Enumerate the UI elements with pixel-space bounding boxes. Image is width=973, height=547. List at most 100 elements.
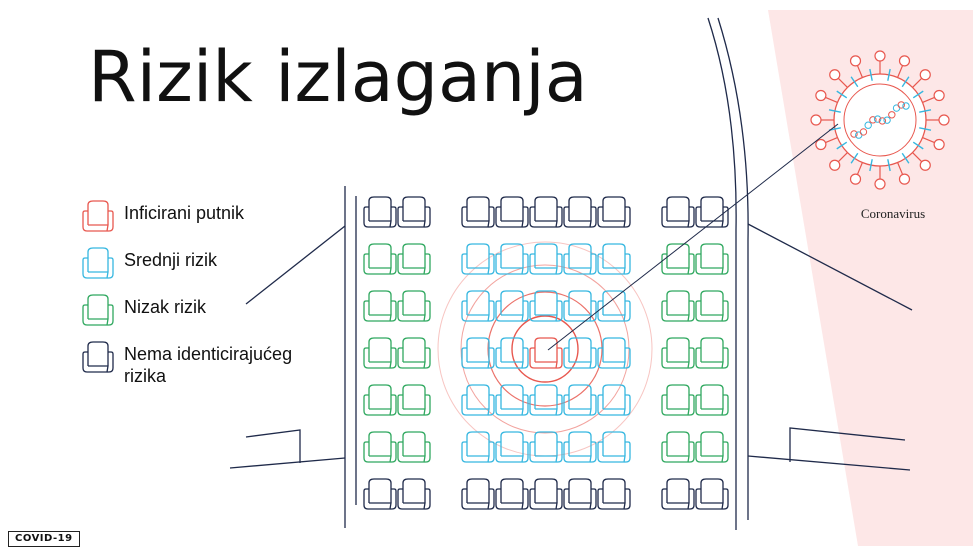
virus-rna-loop [902, 102, 910, 110]
seat-medium [461, 384, 495, 416]
virus-spike-stem [856, 64, 863, 78]
legend-item-low: Nizak rizik [80, 292, 206, 328]
seat-none [397, 196, 431, 228]
seat-low [661, 337, 695, 369]
left-wing-line [245, 225, 346, 305]
virus-spike-head [829, 69, 841, 81]
virus-spike-stem [912, 77, 923, 88]
virus-spike-head [919, 159, 931, 171]
seat-none [397, 478, 431, 510]
virus-rna-loop [869, 116, 877, 124]
virus-protein-tick [850, 76, 859, 88]
virus-protein-tick [901, 76, 910, 88]
virus-spike-stem [922, 96, 936, 103]
virus-spike-stem [837, 152, 848, 163]
virus-spike-head [849, 173, 862, 185]
virus-spike-head [933, 89, 945, 102]
virus-protein-tick [869, 159, 873, 172]
virus-protein-tick [887, 159, 891, 172]
virus-spike-head [933, 138, 945, 151]
seat-low [695, 243, 729, 275]
seat-low [397, 290, 431, 322]
seat-low [695, 290, 729, 322]
seat-medium [597, 431, 631, 463]
virus-spike-stem [897, 162, 904, 176]
virus-spike-head [938, 114, 950, 126]
virus-spike-stem [922, 137, 936, 144]
virus-spike-stem [824, 96, 838, 103]
seat-medium [597, 243, 631, 275]
seat-low [661, 243, 695, 275]
legend-item-none: Nema identicirajućeg rizika [80, 339, 292, 387]
virus-protein-tick [869, 68, 873, 81]
seat-low [363, 290, 397, 322]
seat-none [461, 478, 495, 510]
seat-none [563, 478, 597, 510]
seat-icon-none [82, 341, 114, 373]
virus-spike-stem [837, 77, 848, 88]
seat-medium [461, 290, 495, 322]
virus-spike-head [898, 173, 911, 185]
seat-low [363, 337, 397, 369]
seat-icon-medium [82, 247, 114, 279]
seat-low [695, 384, 729, 416]
right-wall-curve [707, 17, 737, 530]
seat-none [461, 196, 495, 228]
seat-low [397, 337, 431, 369]
seat-none [597, 478, 631, 510]
legend-label: Nizak rizik [124, 297, 207, 317]
seat-none [363, 196, 397, 228]
legend-label: Inficirani putnik [124, 203, 245, 223]
seat-low [363, 384, 397, 416]
legend-seat-shape [82, 294, 114, 326]
legend-label: Nema identicirajućeg rizika [124, 344, 293, 386]
virus-rna-loop [859, 128, 868, 136]
seat-medium [461, 243, 495, 275]
seat-icon-infected [82, 200, 114, 232]
seat-none [661, 196, 695, 228]
seat-none [363, 478, 397, 510]
seat-medium [495, 243, 529, 275]
legend-seat-shape [82, 247, 114, 279]
seat-medium [563, 243, 597, 275]
seat-medium [597, 290, 631, 322]
seat-medium [529, 243, 563, 275]
seat-grid [363, 196, 729, 510]
virus-spike-head [874, 178, 886, 190]
seat-none [661, 478, 695, 510]
footer-tag: COVID-19 [8, 531, 80, 547]
virus-body [833, 73, 927, 167]
seat-low [661, 431, 695, 463]
virus-rna-loop [850, 130, 858, 138]
right-door-frame [789, 427, 906, 462]
seat-low [695, 337, 729, 369]
virus-protein-tick [887, 68, 891, 81]
coronavirus-icon [810, 50, 950, 190]
virus-spike-stem [897, 64, 904, 78]
seat-medium [529, 290, 563, 322]
seat-none [529, 478, 563, 510]
left-door-frame [245, 429, 301, 463]
virus-spike-head [815, 138, 827, 151]
virus-rna-loop [888, 111, 896, 119]
seat-low [397, 431, 431, 463]
ring-1 [511, 315, 579, 383]
legend-item-medium: Srednji rizik [80, 245, 217, 281]
virus-rna-loop [897, 101, 905, 109]
seat-medium [597, 384, 631, 416]
virus-protein-tick [919, 127, 932, 131]
seat-none [563, 196, 597, 228]
virus-spike-head [829, 159, 841, 171]
virus-spike-stem [824, 137, 838, 144]
right-wall-curve-inner [717, 17, 749, 520]
seat-medium [461, 337, 495, 369]
seat-low [363, 431, 397, 463]
seat-medium [529, 431, 563, 463]
seat-low [661, 384, 695, 416]
seat-low [363, 243, 397, 275]
seat-none [695, 196, 729, 228]
virus-inner-membrane [843, 83, 917, 157]
virus-spike-head [815, 89, 827, 102]
seat-medium [495, 431, 529, 463]
